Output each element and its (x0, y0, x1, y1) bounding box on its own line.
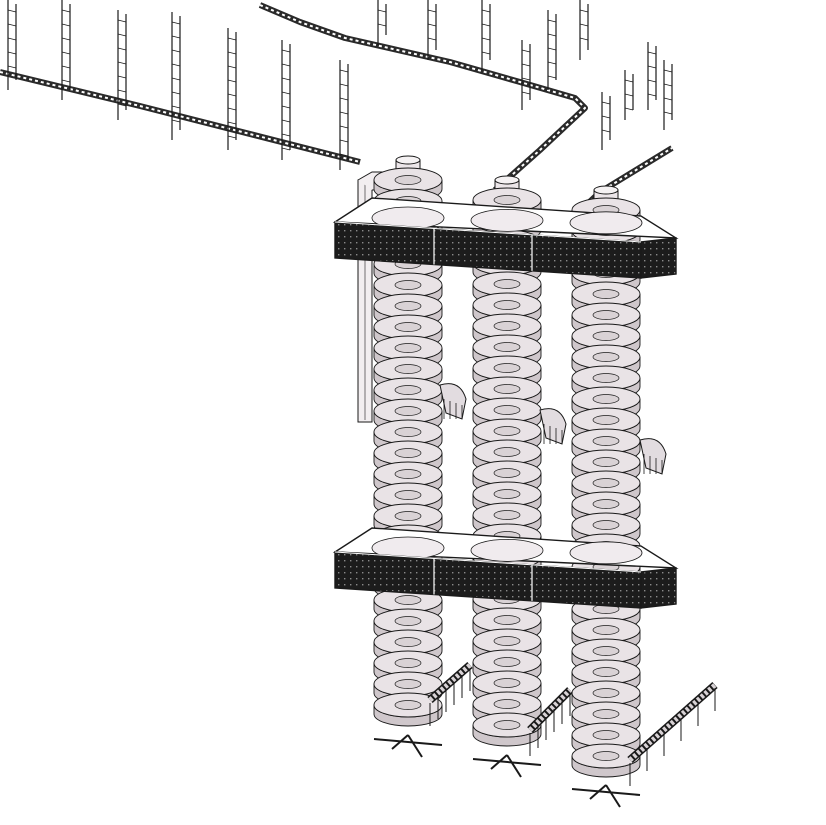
feeder-conveyors (427, 661, 718, 786)
hanger-support (663, 60, 673, 130)
tower-base (571, 784, 641, 808)
upper-platform (332, 197, 679, 279)
exit-arm (539, 408, 567, 445)
support-platforms (332, 197, 679, 609)
hanger-support (281, 40, 291, 160)
hanger-support (521, 40, 531, 110)
exit-arm (439, 383, 467, 420)
spiral-coil (472, 712, 542, 747)
hanger-support (117, 10, 127, 120)
spiral-tower (571, 185, 641, 808)
hanger-support (61, 0, 71, 100)
hanger-support (579, 0, 589, 60)
hanger-support (227, 28, 237, 150)
feeder-conveyor (527, 687, 573, 756)
hanger-support (481, 0, 491, 70)
overhead-rail-top (258, 2, 588, 193)
hanger-support (7, 0, 17, 90)
exit-arm (639, 438, 667, 475)
tower-base (373, 734, 443, 758)
feeder-conveyor (627, 682, 718, 786)
feeder-conveyor (427, 661, 473, 726)
hanger-support (339, 60, 349, 170)
spiral-coil (373, 692, 443, 727)
platform-side-panel (640, 567, 677, 609)
hanger-support (624, 70, 634, 120)
hanger-support (601, 92, 611, 150)
hanger-support (647, 42, 657, 110)
tower-base (472, 754, 542, 778)
hanger-support (427, 0, 437, 60)
platform-side-panel (640, 237, 677, 279)
overhead-conveyor (0, 0, 674, 233)
hanger-support (171, 12, 181, 140)
hanger-support (377, 0, 387, 45)
lower-platform (332, 527, 679, 609)
spiral-coil (571, 743, 641, 778)
hanger-support (547, 10, 557, 90)
